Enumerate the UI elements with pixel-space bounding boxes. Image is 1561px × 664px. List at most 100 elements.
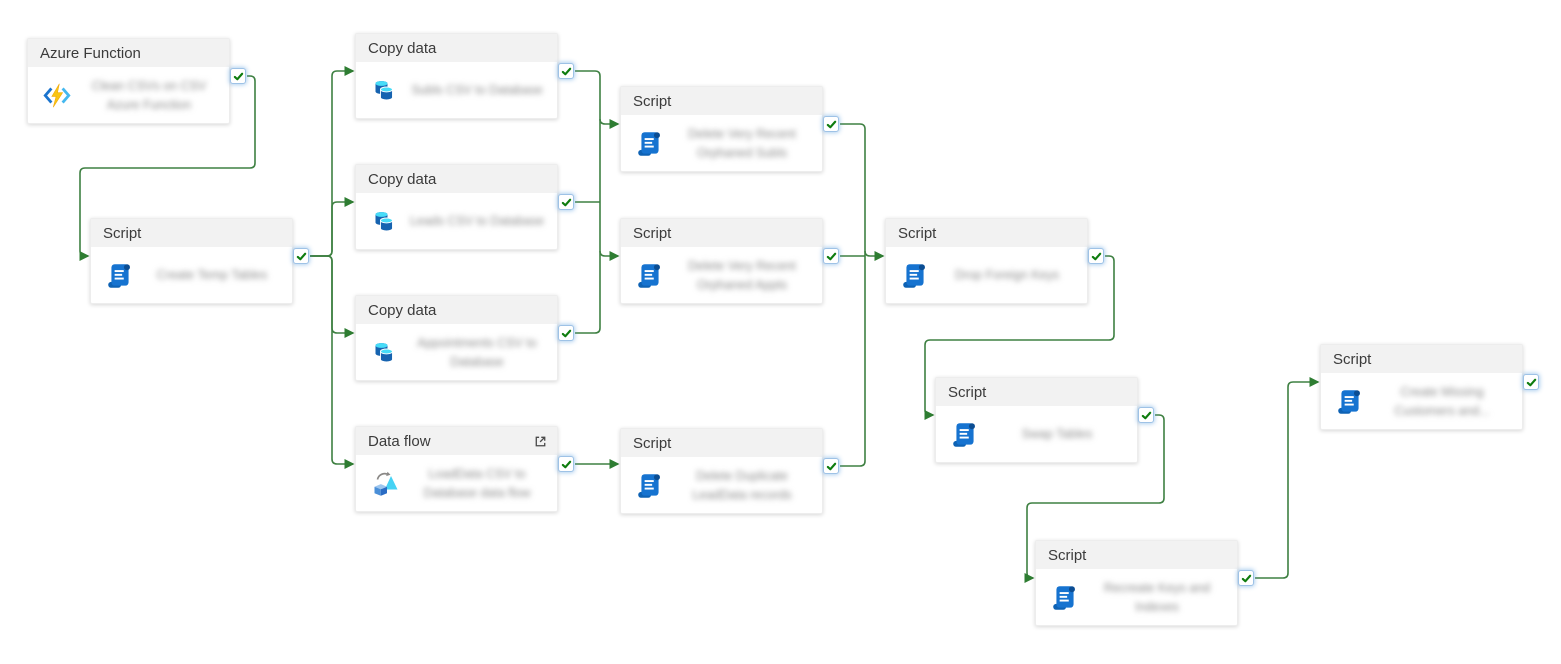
activity-type-label: Azure Function [40,44,141,62]
copy-data-icon [369,75,401,107]
activity-copy-data-3[interactable]: Copy data Appointments CSV to Database [355,295,574,381]
connection-line [840,123,866,130]
activity-copy-data-2[interactable]: Copy data Leads CSV to Database [355,164,574,250]
script-icon [104,260,136,292]
check-icon [561,329,571,337]
status-succeeded-badge [823,458,839,474]
connection-line [599,118,620,129]
script-icon [1049,582,1081,614]
connection-line [599,250,620,261]
script-icon [634,260,666,292]
connection-line [1024,414,1165,583]
activity-header: Copy data [356,34,557,62]
status-succeeded-badge [558,456,574,472]
status-succeeded-badge [823,248,839,264]
activity-header: Script [936,378,1137,406]
activity-header: Script [621,219,822,247]
activity-script-create-missing[interactable]: Script Create Missing Customers and... [1320,344,1539,430]
azure-function-icon [41,80,73,112]
connection-line [864,250,885,261]
activity-name-label: Create Temp Tables [156,268,268,283]
script-icon [899,260,931,292]
activity-name-label: Leads CSV to Database [409,214,545,229]
activity-header: Azure Function [28,39,229,67]
activity-type-label: Script [1333,350,1372,368]
copy-data-icon [369,206,401,238]
open-data-flow-button[interactable] [531,432,549,450]
connection-line [575,70,601,77]
script-icon [634,128,666,160]
activity-script-swap-tables[interactable]: Script Swap Tables [935,377,1154,463]
activity-script-delete-recent-2[interactable]: Script Delete Very Recent Orphaned Appts [620,218,839,304]
script-icon [1334,386,1366,418]
check-icon [826,462,836,470]
status-succeeded-badge [558,194,574,210]
activity-script-create-temp-tables[interactable]: Script Create Temp Tables [90,218,309,304]
activity-type-label: Data flow [368,432,431,450]
activity-type-label: Script [103,224,142,242]
connection-line [1255,377,1320,579]
status-succeeded-badge [823,116,839,132]
activity-name-label: Create Missing Customers and... [1394,385,1490,418]
activity-script-delete-recent-1[interactable]: Script Delete Very Recent Orphaned Subls [620,86,839,172]
activity-header: Script [91,219,292,247]
activity-name-label: Clean CSVs on CSV Azure Function [91,79,207,112]
status-succeeded-badge [1238,570,1254,586]
activity-name-label: Delete Duplicate LeadData records [692,469,792,502]
status-succeeded-badge [1138,407,1154,423]
status-succeeded-badge [1523,374,1539,390]
activity-type-label: Script [633,92,672,110]
activity-header: Copy data [356,296,557,324]
activity-type-label: Copy data [368,301,437,319]
activity-type-label: Script [948,383,987,401]
status-succeeded-badge [558,63,574,79]
activity-name-label: LoadData CSV to Database data flow [423,467,531,500]
activity-header: Data flow [356,427,557,455]
connection-line [310,255,355,469]
activity-name-label: Delete Very Recent Orphaned Subls [688,127,796,160]
check-icon [561,460,571,468]
check-icon [233,72,243,80]
copy-data-icon [369,337,401,369]
activity-script-drop-foreign-keys[interactable]: Script Drop Foreign Keys [885,218,1104,304]
activity-type-label: Script [633,224,672,242]
activity-script-recreate-keys[interactable]: Script Recreate Keys and Indexes [1035,540,1254,626]
activity-header: Script [1036,541,1237,569]
activity-script-delete-duplicates[interactable]: Script Delete Duplicate LeadData records [620,428,839,514]
check-icon [1141,411,1151,419]
activity-name-label: Recreate Keys and Indexes [1103,581,1211,614]
activity-type-label: Script [898,224,937,242]
status-succeeded-badge [1088,248,1104,264]
activity-type-label: Script [633,434,672,452]
activity-header: Copy data [356,165,557,193]
activity-type-label: Script [1048,546,1087,564]
activity-name-label: Delete Very Recent Orphaned Appts [688,259,796,292]
activity-header: Script [886,219,1087,247]
activity-copy-data-1[interactable]: Copy data Subls CSV to Database [355,33,574,119]
activity-name-label: Appointments CSV to Database [417,336,537,369]
activity-header: Script [621,429,822,457]
check-icon [826,120,836,128]
connection-line [79,75,256,261]
activity-data-flow[interactable]: Data flow LoadData CS [355,426,574,512]
check-icon [826,252,836,260]
activity-azure-function[interactable]: Azure Function Clean CSVs on CSV Azure F… [27,38,246,124]
status-succeeded-badge [230,68,246,84]
activity-header: Script [621,87,822,115]
data-flow-icon [369,468,401,500]
activity-header: Script [1321,345,1522,373]
script-icon [949,419,981,451]
connection-line [310,197,355,257]
open-in-new-icon [535,436,545,446]
check-icon [1526,378,1536,386]
connection-line [840,460,866,467]
check-icon [561,67,571,75]
activity-name-label: Subls CSV to Database [411,83,543,98]
check-icon [561,198,571,206]
status-succeeded-badge [293,248,309,264]
connection-line [924,255,1115,420]
activity-type-label: Copy data [368,170,437,188]
connection-line [575,327,601,334]
